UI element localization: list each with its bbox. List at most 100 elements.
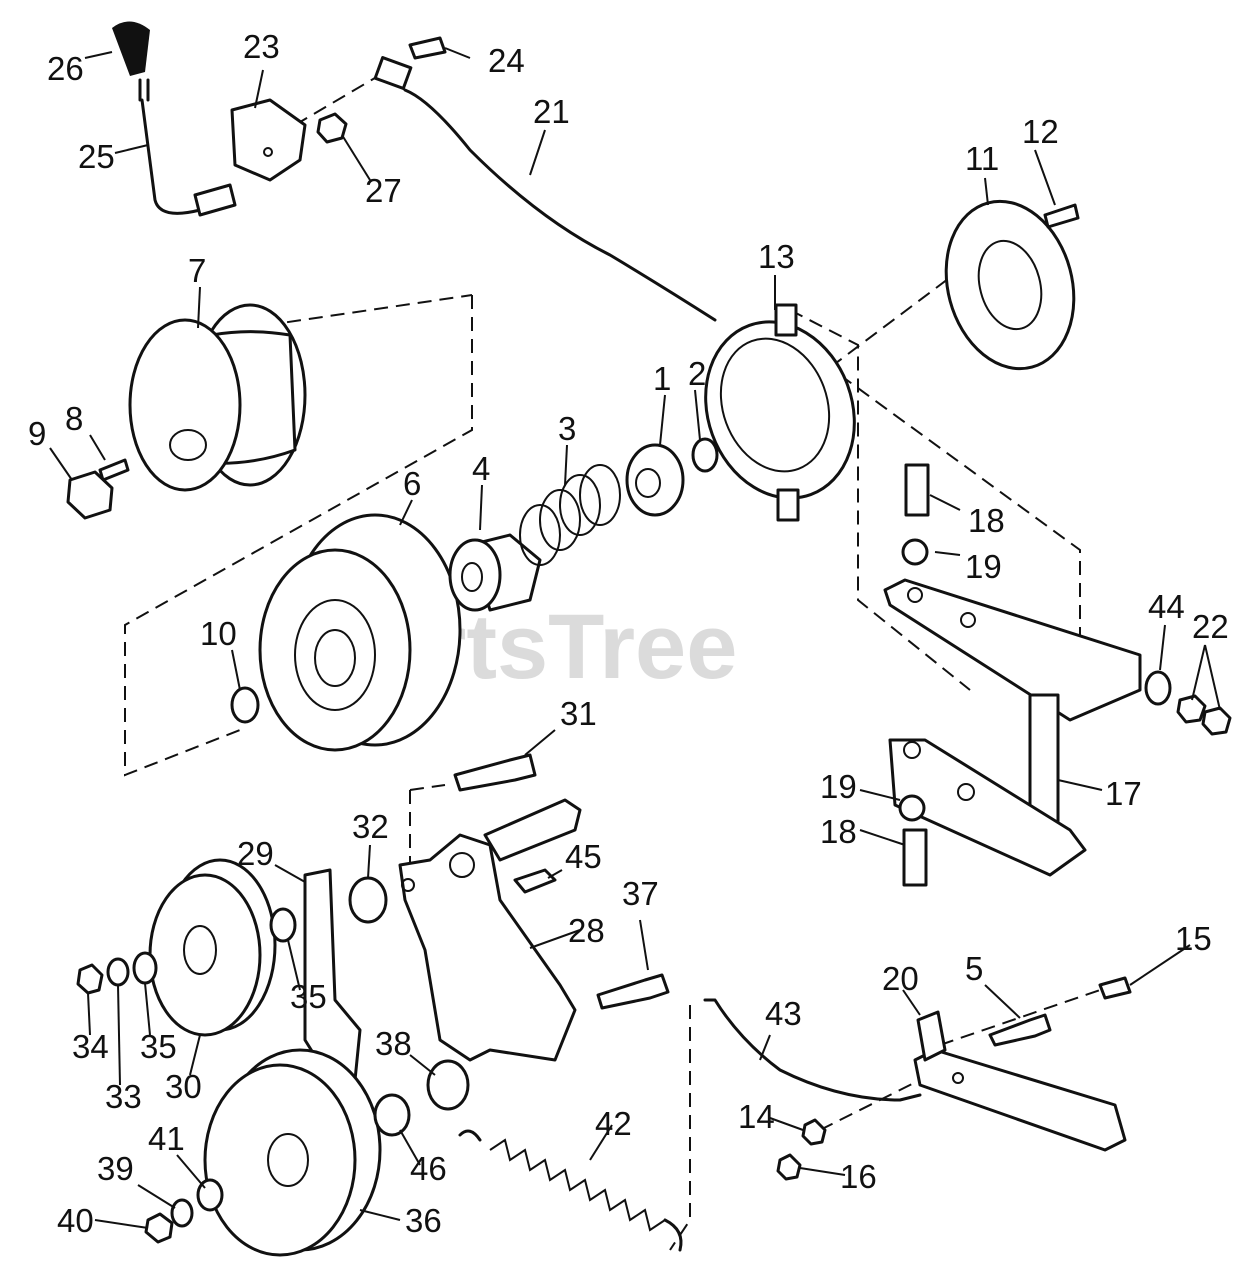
cotter-pin-45: [513, 868, 557, 894]
nut-16: [776, 1153, 802, 1181]
callout-38: 38: [375, 1025, 412, 1062]
collar-1: [625, 443, 685, 517]
callout-18-upper: 18: [968, 502, 1005, 539]
callout-11: 11: [965, 140, 999, 177]
shift-lever-knob: [112, 21, 237, 217]
callout-21: 21: [533, 93, 570, 130]
callout-46: 46: [410, 1150, 447, 1187]
nut-40: [144, 1212, 174, 1244]
bracket-17: [883, 578, 1142, 877]
callout-35-right: 35: [290, 978, 327, 1015]
leader-lines: [49, 47, 1221, 1229]
bolt-24: [408, 36, 447, 60]
callout-36: 36: [405, 1202, 442, 1239]
key-8: [98, 458, 130, 482]
nut-27: [316, 112, 348, 144]
callout-17: 17: [1105, 775, 1142, 812]
nut-34: [76, 963, 104, 995]
callout-41: 41: [148, 1120, 185, 1157]
callout-13: 13: [758, 238, 795, 275]
callout-25: 25: [78, 138, 115, 175]
screw-12: [1043, 203, 1080, 229]
ring-10: [230, 686, 260, 724]
spring-3: [519, 464, 621, 566]
pulley-36: [203, 1048, 382, 1257]
callout-27: 27: [365, 172, 402, 209]
assembly-dashed-lines: [124, 74, 1101, 1251]
lockwasher-33: [106, 957, 130, 987]
nut-22a: [1176, 694, 1207, 724]
callout-30: 30: [165, 1068, 202, 1105]
bolt-18-lower: [902, 828, 928, 887]
spacer-19-lower: [898, 794, 926, 822]
callout-37: 37: [622, 875, 659, 912]
bolt-18-upper: [904, 463, 930, 517]
callout-12: 12: [1022, 113, 1059, 150]
callout-2: 2: [688, 355, 706, 392]
plate-11: [944, 199, 1076, 371]
spacer-32: [348, 876, 388, 924]
callout-10: 10: [200, 615, 237, 652]
callout-42: 42: [595, 1105, 632, 1142]
bearing-housing-13: [704, 303, 856, 522]
callout-7: 7: [188, 252, 206, 289]
callout-16: 16: [840, 1158, 877, 1195]
bearing-4: [448, 533, 542, 612]
pulley-6: [258, 513, 462, 752]
callout-24: 24: [488, 42, 525, 79]
nut-14: [801, 1118, 827, 1146]
bracket-23: [230, 98, 307, 182]
callout-40: 40: [57, 1202, 94, 1239]
callout-23: 23: [243, 28, 280, 65]
callout-15: 15: [1175, 920, 1212, 957]
callout-8: 8: [65, 400, 83, 437]
washer-44: [1144, 670, 1172, 706]
callout-39: 39: [97, 1150, 134, 1187]
callout-19-lower: 19: [820, 768, 857, 805]
lockwasher-39: [170, 1198, 194, 1228]
spacer-46: [373, 1093, 411, 1137]
callout-20: 20: [882, 960, 919, 997]
callout-4: 4: [472, 450, 490, 487]
callout-35-left: 35: [140, 1028, 177, 1065]
callout-45: 45: [565, 838, 602, 875]
idler-arm-28: [398, 798, 582, 1062]
ring-2: [691, 437, 719, 473]
spring-42: [458, 1129, 683, 1252]
rod-43: [703, 998, 922, 1102]
pulley-30: [148, 858, 277, 1037]
callout-33: 33: [105, 1078, 142, 1115]
callout-5: 5: [965, 950, 983, 987]
bolt-15: [1098, 976, 1132, 1000]
callout-22: 22: [1192, 608, 1229, 645]
callout-6: 6: [403, 465, 421, 502]
callout-26: 26: [47, 50, 84, 87]
plate-29: [303, 868, 362, 1082]
callout-43: 43: [765, 995, 802, 1032]
washer-35-right: [269, 907, 297, 943]
spacer-19-upper: [901, 538, 929, 566]
rod-21: [373, 56, 717, 322]
callout-9: 9: [28, 415, 46, 452]
callout-32: 32: [352, 808, 389, 845]
callout-1: 1: [653, 360, 671, 397]
callout-14: 14: [738, 1098, 775, 1135]
callout-3: 3: [558, 410, 576, 447]
bolt-5: [988, 1013, 1052, 1047]
callout-31: 31: [560, 695, 597, 732]
callout-19-upper: 19: [965, 548, 1002, 585]
callout-18-lower: 18: [820, 813, 857, 850]
bolt-31: [453, 753, 537, 792]
callout-29: 29: [237, 835, 274, 872]
callout-44: 44: [1148, 588, 1185, 625]
spacer-38: [426, 1059, 470, 1111]
pulley-7: [128, 303, 307, 492]
callout-34: 34: [72, 1028, 109, 1065]
nut-9: [66, 470, 114, 520]
bolt-37: [596, 973, 670, 1010]
callout-labels: 26 23 24 25 27 21 12 11 13 7 1 2 3 9 8 4…: [28, 28, 1229, 1239]
nut-22b: [1201, 706, 1232, 736]
callout-28: 28: [568, 912, 605, 949]
